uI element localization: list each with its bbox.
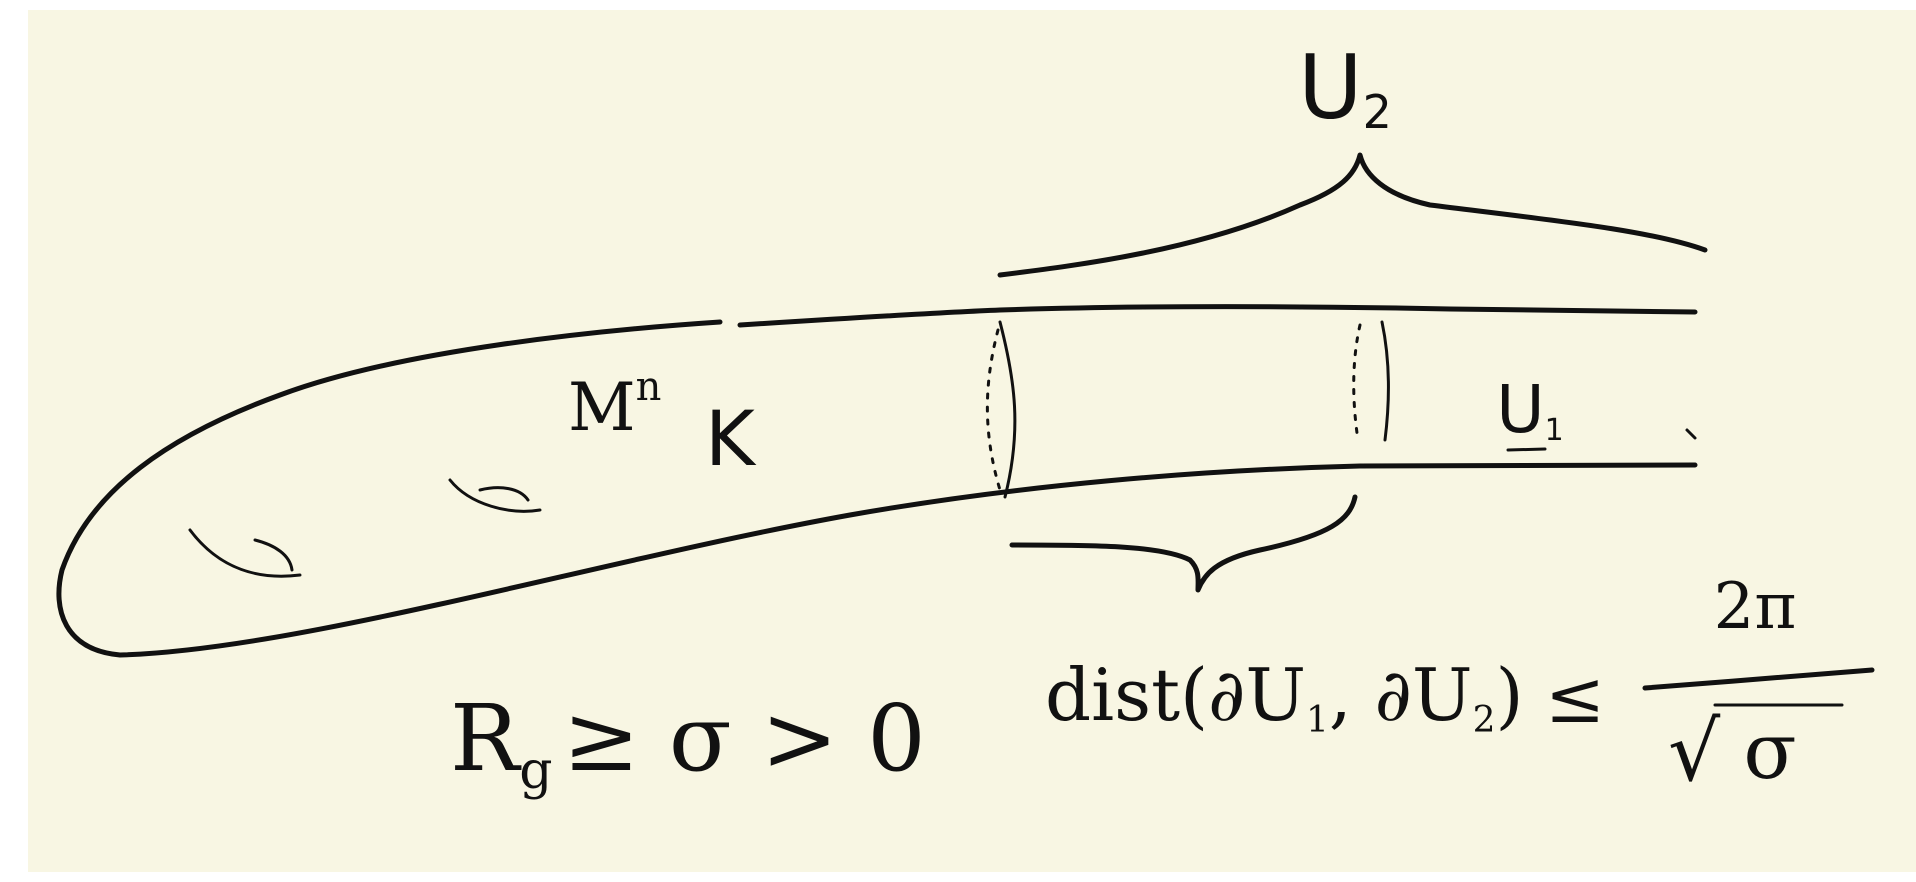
dist-sub-2: 2 [1473, 700, 1496, 741]
slice-boundary-u1 [1380, 320, 1390, 442]
label-u1-main: U [1496, 371, 1544, 448]
hole-mark-1 [188, 528, 302, 578]
label-u2: U2 [1298, 36, 1392, 139]
curvature-sub: g [519, 741, 552, 801]
label-manifold-sup: n [636, 364, 662, 410]
dist-open: dist(∂U [1045, 653, 1306, 737]
fraction-bar [1642, 667, 1875, 691]
slice-boundary-u2 [998, 320, 1017, 499]
sqrt-sign: √ [1668, 705, 1721, 800]
slice-boundary-u2-back [985, 328, 1002, 492]
curvature-condition: Rg≥ σ > 0 [450, 685, 926, 801]
label-u1-sub: 1 [1545, 413, 1564, 448]
dist-close: ) [1496, 653, 1524, 737]
label-u1: U1 [1496, 371, 1563, 448]
slice-boundary-u1-back [1352, 323, 1362, 442]
fraction-denominator: σ [1743, 707, 1796, 797]
label-manifold: Mn [568, 364, 661, 446]
dist-mid: , ∂U [1329, 653, 1473, 737]
brace-dist [1009, 494, 1358, 593]
manifold-outline [56, 319, 1698, 658]
curvature-lhs: R [450, 685, 522, 792]
brace-u2 [997, 152, 1708, 278]
tube-end-tick [1685, 428, 1697, 440]
distance-expression: dist(∂U1, ∂U2) [1045, 653, 1524, 741]
label-u2-sub: 2 [1363, 85, 1392, 139]
u1-underline [1506, 447, 1547, 452]
label-manifold-main: M [568, 369, 636, 446]
label-u2-main: U [1298, 36, 1362, 139]
curvature-rest: ≥ σ > 0 [563, 685, 926, 792]
frame-top [0, 0, 1916, 10]
label-compact-set: K [705, 394, 757, 483]
leq-sign: ≤ [1545, 655, 1605, 739]
dist-sub-1: 1 [1306, 700, 1329, 741]
frame-bottom [0, 872, 1916, 882]
frame-left [0, 0, 28, 882]
hole-mark-2 [448, 478, 542, 513]
tube-top-edge [737, 304, 1698, 328]
fraction-numerator: 2π [1714, 570, 1797, 644]
